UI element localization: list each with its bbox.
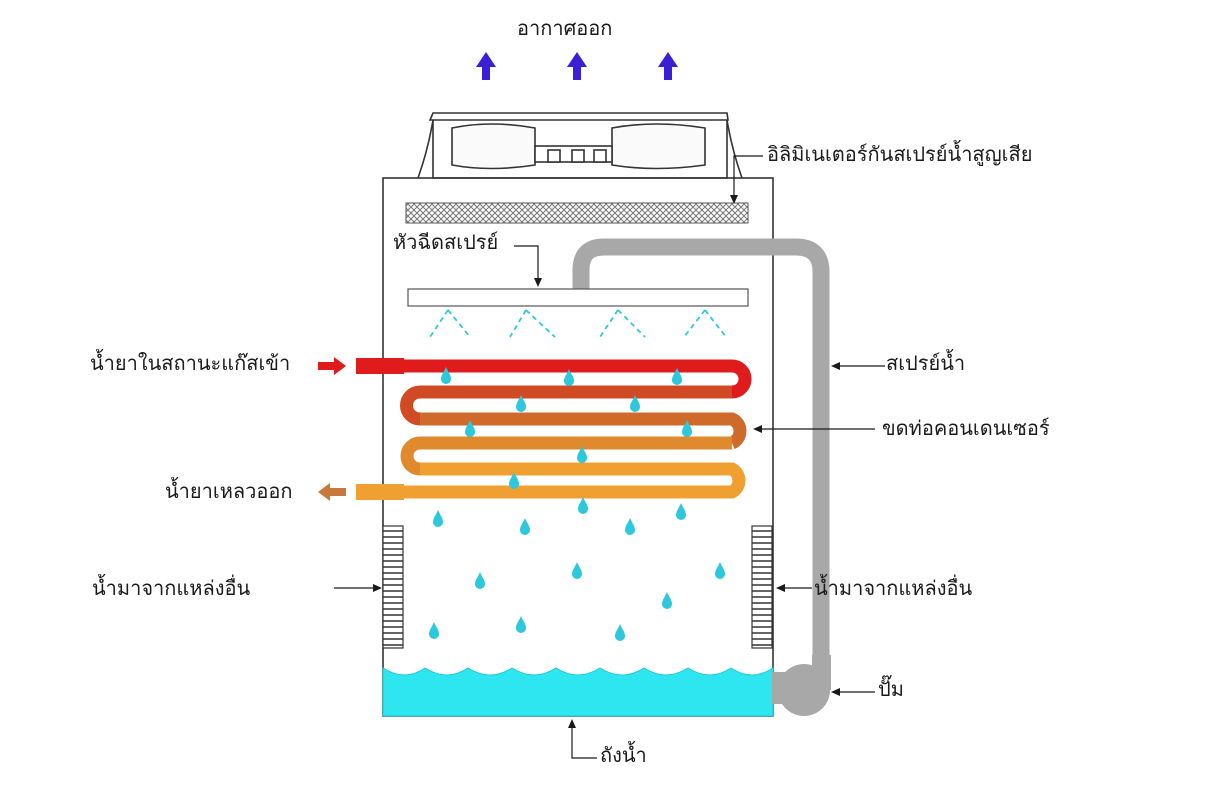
- label-condenser-coil: ขดท่อคอนเดนเซอร์: [882, 416, 1050, 440]
- fan-housing: [417, 112, 743, 179]
- arrow-up-icon: [658, 52, 678, 80]
- leader-arrowheads: [373, 195, 840, 728]
- spray-header: [407, 288, 749, 307]
- leader-lines: [334, 155, 885, 759]
- spray-patterns: [429, 309, 727, 338]
- drift-eliminator: [405, 202, 749, 224]
- refrigerant-outlet-stub: [356, 484, 404, 500]
- label-drift-eliminator: อิลิมิเนเตอร์กันสเปรย์น้ำสูญเสีย: [767, 142, 1033, 166]
- label-refrigerant-gas-in: น้ำยาในสถานะแก๊สเข้า: [90, 351, 291, 375]
- arrow-up-icon: [567, 52, 587, 80]
- arrow-left-icon: [318, 483, 346, 501]
- arrow-up-icon: [476, 52, 496, 80]
- arrow-right-icon: [318, 357, 346, 375]
- label-spray-nozzle: หัวฉีดสเปรย์: [393, 230, 499, 254]
- label-pump: ปั๊ม: [878, 677, 904, 701]
- label-makeup-water-left: น้ำมาจากแหล่งอื่น: [92, 576, 251, 600]
- condenser-coil: [400, 359, 752, 499]
- label-water-tank: ถังน้ำ: [600, 743, 647, 767]
- water-droplets: [429, 367, 725, 641]
- spray-water-pipe: [572, 238, 830, 690]
- pump: [772, 655, 831, 716]
- label-makeup-water-right: น้ำมาจากแหล่งอื่น: [814, 576, 973, 600]
- air-inlet-louver-left: [382, 525, 404, 649]
- refrigerant-inlet-stub: [356, 358, 404, 374]
- label-refrigerant-liquid-out: น้ำยาเหลวออก: [165, 479, 293, 503]
- air-out-arrows: [476, 52, 678, 80]
- water-tank-basin: [382, 667, 774, 717]
- air-inlet-louver-right: [751, 525, 773, 649]
- label-air-out: อากาศออก: [517, 16, 613, 40]
- label-water-spray: สเปรย์น้ำ: [886, 351, 966, 375]
